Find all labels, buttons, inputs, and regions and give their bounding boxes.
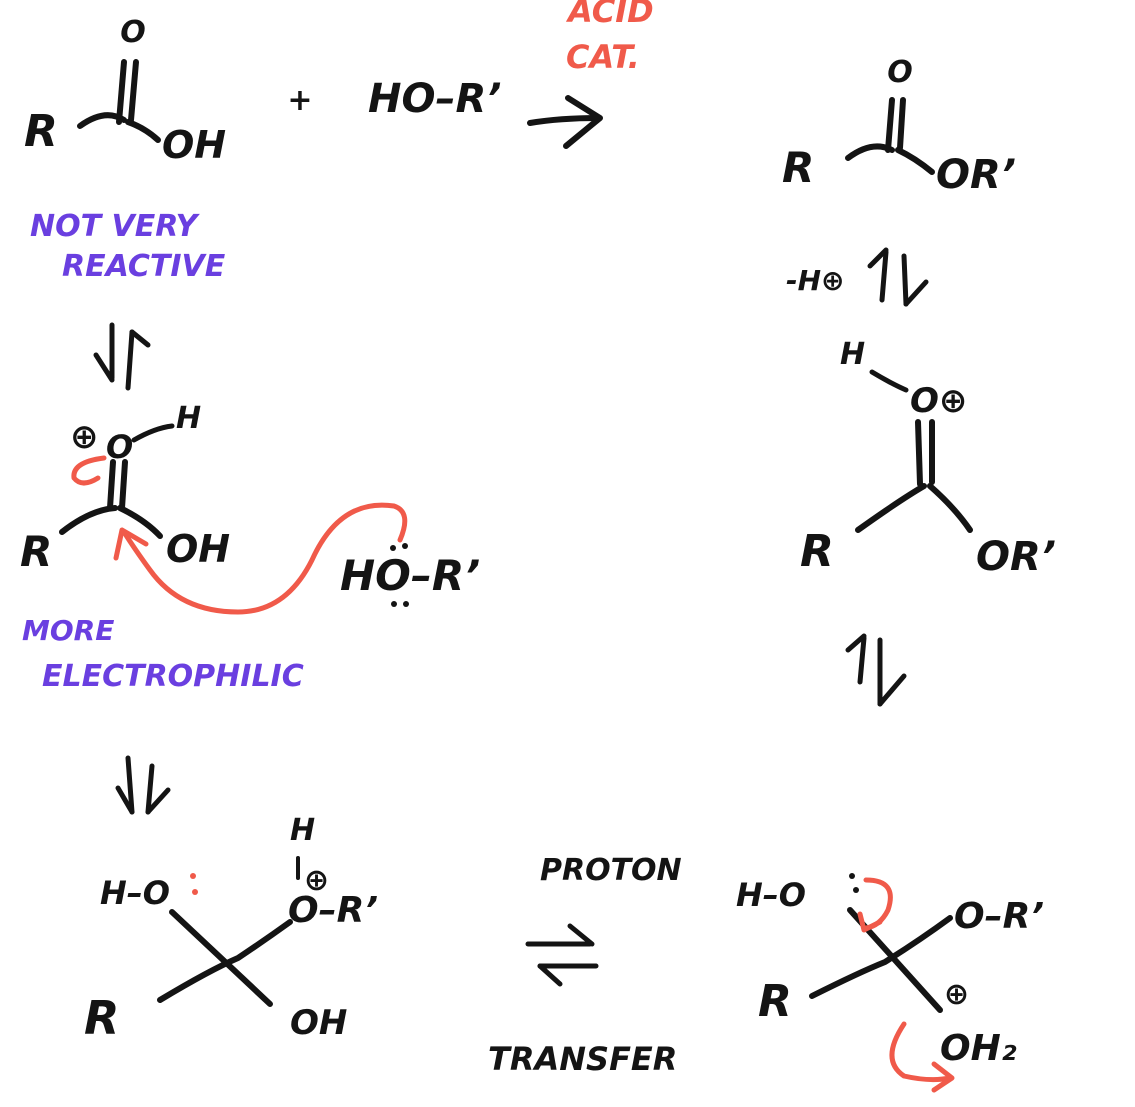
catalyst-line-1: ACID — [565, 0, 654, 30]
t2-r-label: R — [758, 976, 792, 1027]
proton-transfer-equilibrium-arrows — [525, 923, 599, 987]
t1-proton-label: H — [290, 813, 315, 848]
t2-lone-pair-dot — [853, 887, 859, 893]
plus-sign: + — [287, 83, 312, 118]
carboxylic-acid: O R OH — [24, 15, 226, 167]
ester-oxygen-label: O — [887, 55, 913, 90]
oxonium-oxygen-label: O — [106, 428, 133, 466]
t1-ether-oxygen-label: O–R’ — [288, 890, 378, 931]
t1-oh-label: OH — [290, 1003, 347, 1043]
nucleophile-alcohol: HO–R’ — [340, 543, 480, 607]
forward-arrow — [527, 95, 603, 149]
nucleophile-label: HO–R’ — [340, 551, 480, 600]
protonated-ester-oxonium-label: O⊕ — [910, 381, 967, 421]
oxonium-h-label: H — [176, 401, 201, 436]
ester-or-label: OR’ — [936, 152, 1016, 198]
t1-lone-pair-dot — [192, 889, 198, 895]
t2-plus-charge: ⊕ — [944, 977, 969, 1012]
tetrahedral-intermediate-2: H–O O–R’ R ⊕ OH₂ — [736, 873, 1044, 1093]
catalyst-line-2: CAT. — [566, 38, 640, 76]
t2-water-leaving-group: OH₂ — [940, 1028, 1017, 1069]
oxonium-plus-charge: ⊕ — [70, 417, 99, 457]
lone-pair-dot — [402, 543, 408, 549]
equilibrium-arrows-2 — [115, 755, 171, 815]
deprotonation-label: -H⊕ — [786, 264, 845, 297]
t2-ether-label: O–R’ — [954, 896, 1044, 937]
carbonyl-oxygen-label: O — [120, 15, 146, 50]
resonance-curl-arrow — [71, 455, 107, 486]
t1-plus-charge: ⊕ — [304, 863, 329, 898]
t2-leaving-group-arrow — [889, 1021, 953, 1083]
not-reactive-note-line-1: NOT VERY — [30, 209, 201, 244]
t1-lone-pair-dot — [190, 873, 196, 879]
c-oh-bond — [125, 119, 161, 143]
r-group-label: R — [24, 106, 58, 157]
lone-pair-dot — [390, 545, 396, 551]
proton-transfer-label-top: PROTON — [540, 853, 682, 888]
electrophilic-note-line-2: ELECTROPHILIC — [42, 659, 304, 694]
not-reactive-note-line-2: REACTIVE — [62, 249, 226, 284]
nucleophilic-attack-arrow — [113, 502, 408, 615]
protonated-ester: H O⊕ R OR’ — [800, 337, 1056, 580]
protonated-acid-r-label: R — [20, 527, 52, 576]
electrophilic-note-line-1: MORE — [22, 614, 114, 647]
equilibrium-arrows-1 — [93, 322, 151, 391]
t1-hydroxyl-label: H–O — [100, 874, 170, 912]
carbonyl-double-bond-a — [116, 59, 127, 125]
proton-transfer-label-bottom: TRANSFER — [488, 1040, 677, 1078]
alcohol-label: HO–R’ — [368, 76, 501, 122]
equilibrium-arrows-4 — [867, 247, 929, 307]
carbonyl-double-bond-b — [128, 59, 139, 123]
t2-hydroxyl-label: H–O — [736, 876, 806, 914]
lone-pair-dot — [391, 601, 397, 607]
protonated-ester-h-label: H — [840, 337, 865, 372]
tetrahedral-intermediate-1: H–O H ⊕ O–R’ R OH — [84, 813, 378, 1045]
ester-product: O R OR’ — [782, 55, 1016, 198]
protonated-acid-oh-label: OH — [166, 527, 230, 571]
r-c-bond — [77, 112, 127, 129]
t1-r-label: R — [84, 991, 119, 1045]
ester-r-label: R — [782, 143, 814, 192]
protonated-ester-r-label: R — [800, 526, 834, 577]
hydroxyl-label: OH — [162, 123, 226, 167]
lone-pair-dot — [403, 601, 409, 607]
protonated-acid: ⊕ O H R OH — [20, 401, 230, 576]
protonated-ester-or-label: OR’ — [976, 534, 1056, 580]
t2-lone-pair-dot — [849, 873, 855, 879]
equilibrium-arrows-3 — [845, 633, 907, 707]
